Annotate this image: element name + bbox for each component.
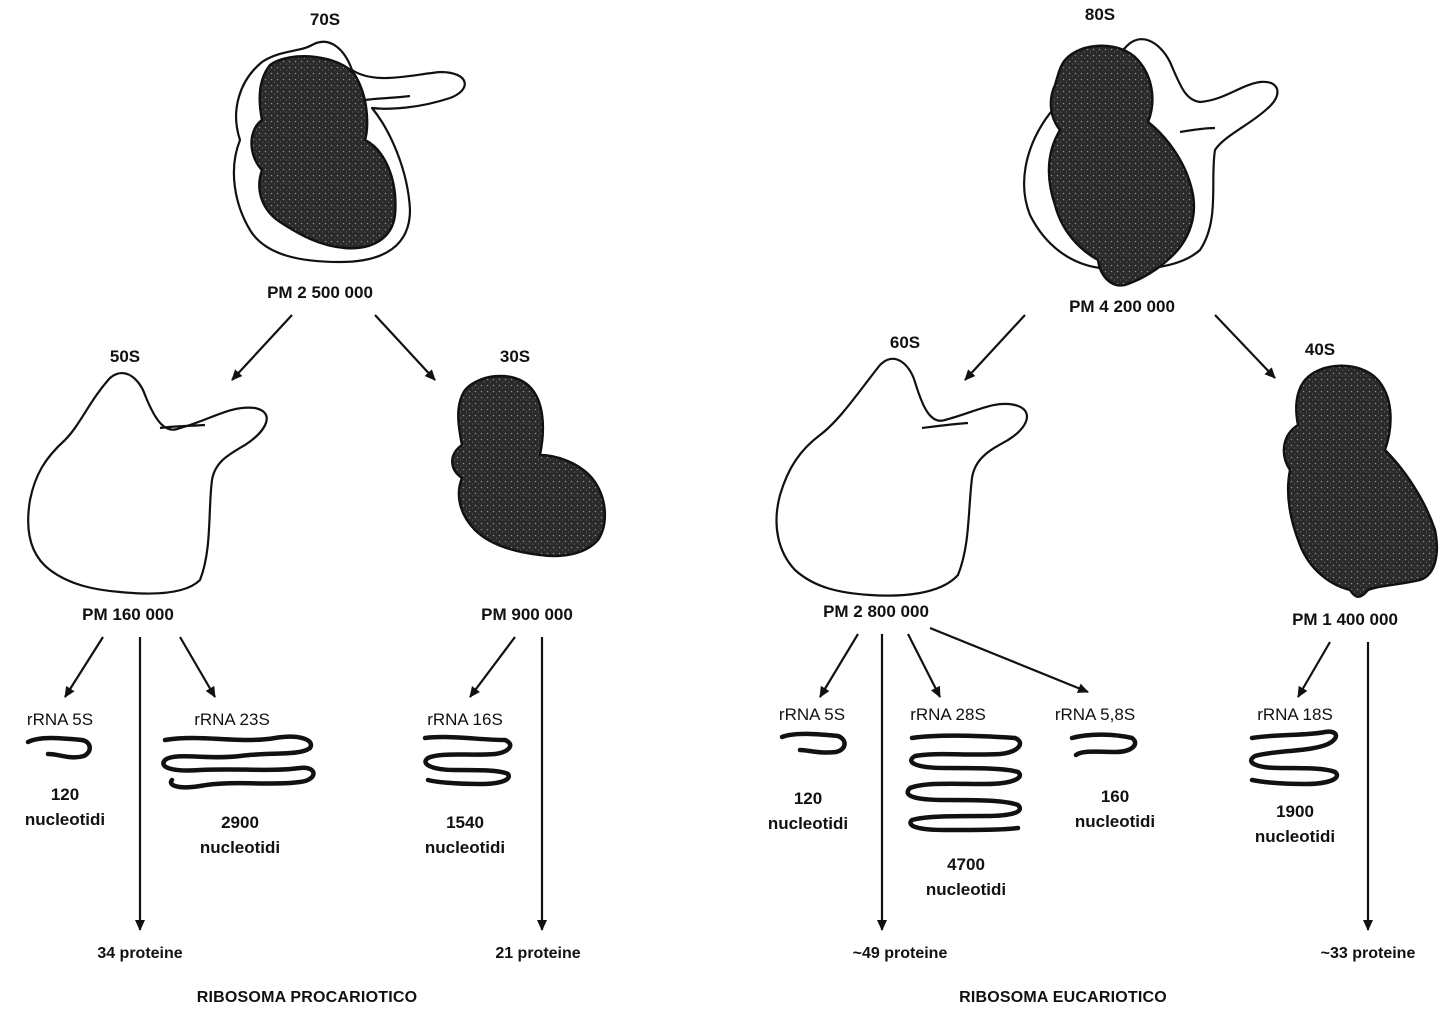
euk-rrna-58s-label: rRNA 5,8S bbox=[1055, 705, 1135, 724]
arrow-70s-to-30s bbox=[375, 315, 435, 380]
ribosome-70s-mass: PM 2 500 000 bbox=[267, 283, 373, 302]
euk-proteins-small: ~33 proteine bbox=[1321, 945, 1416, 962]
prok-rrna-23s-coil bbox=[163, 737, 313, 788]
subunit-30s-label: 30S bbox=[500, 347, 530, 366]
subunit-50s-shape bbox=[28, 373, 267, 594]
ribosome-80s-label: 80S bbox=[1085, 5, 1115, 24]
euk-rrna-5s-count: 120 bbox=[794, 789, 822, 808]
prok-rrna-23s-count: 2900 bbox=[221, 813, 259, 832]
arrow-70s-to-50s bbox=[232, 315, 292, 380]
subunit-40s-mass: PM 1 400 000 bbox=[1292, 610, 1398, 629]
euk-rrna-58s-unit: nucleotidi bbox=[1075, 812, 1155, 831]
prok-rrna-16s-count: 1540 bbox=[446, 813, 484, 832]
prok-rrna-5s-unit: nucleotidi bbox=[25, 810, 105, 829]
arrow-40s-to-18s bbox=[1298, 642, 1330, 697]
euk-rrna-18s-count: 1900 bbox=[1276, 802, 1314, 821]
subunit-50s-label: 50S bbox=[110, 347, 140, 366]
ribosome-70s-label: 70S bbox=[310, 10, 340, 29]
euk-proteins-large: ~49 proteine bbox=[853, 945, 948, 962]
prok-rrna-23s-unit: nucleotidi bbox=[200, 838, 280, 857]
subunit-40s-label: 40S bbox=[1305, 340, 1335, 359]
prok-rrna-16s-label: rRNA 16S bbox=[427, 710, 503, 729]
euk-rrna-58s-count: 160 bbox=[1101, 787, 1129, 806]
prokaryote-title: RIBOSOMA PROCARIOTICO bbox=[197, 989, 418, 1006]
arrow-80s-to-60s bbox=[965, 315, 1025, 380]
subunit-60s-mass: PM 2 800 000 bbox=[823, 602, 929, 621]
euk-rrna-18s-unit: nucleotidi bbox=[1255, 827, 1335, 846]
prok-rrna-16s-coil bbox=[425, 737, 510, 784]
euk-rrna-58s-coil bbox=[1072, 735, 1135, 755]
subunit-40s-shape bbox=[1284, 366, 1437, 597]
arrow-50s-to-23s bbox=[180, 637, 215, 697]
prok-rrna-16s-unit: nucleotidi bbox=[425, 838, 505, 857]
prok-rrna-5s-count: 120 bbox=[51, 785, 79, 804]
arrow-60s-to-58s bbox=[930, 628, 1088, 692]
prok-proteins-small: 21 proteine bbox=[495, 945, 580, 962]
prok-proteins-large: 34 proteine bbox=[97, 945, 182, 962]
ribosome-80s-shape bbox=[1024, 39, 1277, 285]
euk-rrna-28s-count: 4700 bbox=[947, 855, 985, 874]
arrow-80s-to-40s bbox=[1215, 315, 1275, 378]
eukaryote-title: RIBOSOMA EUCARIOTICO bbox=[959, 989, 1167, 1006]
prok-rrna-5s-label: rRNA 5S bbox=[27, 710, 93, 729]
subunit-60s-shape bbox=[776, 359, 1026, 596]
euk-rrna-5s-coil bbox=[782, 734, 845, 753]
arrow-60s-to-28s bbox=[908, 634, 940, 697]
euk-rrna-28s-label: rRNA 28S bbox=[910, 705, 986, 724]
arrow-30s-to-16s bbox=[470, 637, 515, 697]
ribosome-70s-shape bbox=[234, 42, 465, 262]
ribosome-80s-mass: PM 4 200 000 bbox=[1069, 297, 1175, 316]
prok-rrna-23s-label: rRNA 23S bbox=[194, 710, 270, 729]
arrow-60s-to-5s bbox=[820, 634, 858, 697]
prok-rrna-5s-coil bbox=[28, 738, 90, 757]
subunit-60s-label: 60S bbox=[890, 333, 920, 352]
subunit-30s-mass: PM 900 000 bbox=[481, 605, 573, 624]
euk-rrna-28s-coil bbox=[908, 736, 1020, 830]
euk-rrna-18s-coil bbox=[1251, 732, 1337, 784]
euk-rrna-5s-unit: nucleotidi bbox=[768, 814, 848, 833]
euk-rrna-5s-label: rRNA 5S bbox=[779, 705, 845, 724]
subunit-30s-shape bbox=[452, 376, 605, 556]
euk-rrna-28s-unit: nucleotidi bbox=[926, 880, 1006, 899]
arrow-50s-to-5s bbox=[65, 637, 103, 697]
euk-rrna-18s-label: rRNA 18S bbox=[1257, 705, 1333, 724]
subunit-50s-mass: PM 160 000 bbox=[82, 605, 174, 624]
